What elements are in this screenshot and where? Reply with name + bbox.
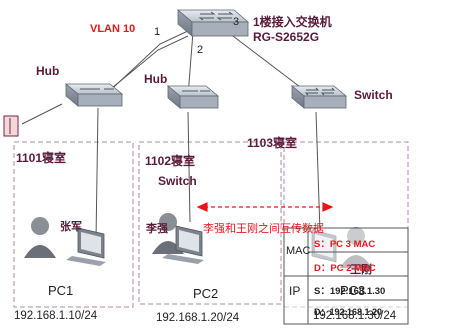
- pc1-ip: 192.168.1.10/24: [14, 310, 98, 322]
- switch-right-icon: [290, 85, 348, 109]
- core-switch-icon: [176, 9, 250, 37]
- pc2-ip: 192.168.1.20/24: [156, 312, 240, 324]
- pc2-computer-icon: [162, 225, 204, 264]
- core-switch-model: RG-S2652G: [253, 30, 320, 44]
- table-mac-source: S：PC 3 MAC: [314, 239, 376, 250]
- table-ip-header: IP: [289, 284, 301, 298]
- pc3-ip: 192.168.1.30/24: [313, 310, 397, 322]
- hub-left-label: Hub: [36, 64, 60, 78]
- hub-left-icon: [64, 83, 124, 107]
- table-ip-destination: D：192.168.1.20: [314, 307, 383, 317]
- table-mac-header: MAC: [286, 245, 311, 257]
- frame-table: [283, 227, 409, 325]
- room-1101-label: 1101寝室: [16, 151, 67, 165]
- network-links: [21, 29, 321, 241]
- pc2-name: PC2: [193, 286, 219, 301]
- user-1-name: 张军: [60, 221, 82, 233]
- pc3-name: PC3: [340, 283, 366, 298]
- room-1101-box: [13, 141, 134, 308]
- data-exchange-arrow: [196, 202, 334, 212]
- table-ip-source: S：192.168.1.30: [314, 286, 386, 297]
- room-1102-label: 1102寝室: [145, 154, 196, 168]
- table-mac-destination: D：PC 2 MAC: [314, 263, 376, 274]
- switch-right-label: Switch: [354, 88, 393, 102]
- pc1-user-icon: [24, 217, 56, 258]
- vlan-label: VLAN 10: [90, 23, 136, 35]
- pc1-name: PC1: [48, 283, 74, 298]
- data-exchange-note: 李强和王刚之间互传数据: [203, 223, 324, 235]
- switch-middle-label: Switch: [158, 174, 197, 188]
- port-3-label: 3: [233, 16, 240, 28]
- hub-middle-label: Hub: [144, 72, 168, 86]
- hub-middle-icon: [166, 85, 220, 109]
- user-3-name: 王刚: [350, 264, 372, 276]
- port-1-label: 1: [154, 26, 161, 38]
- room-1103-label: 1103寝室: [247, 136, 298, 150]
- port-2-label: 2: [197, 44, 204, 56]
- pc1-computer-icon: [66, 227, 106, 266]
- core-switch-name: 1楼接入交换机: [253, 15, 332, 29]
- wall-port-icon: [3, 115, 19, 137]
- user-2-name: 李强: [146, 223, 168, 235]
